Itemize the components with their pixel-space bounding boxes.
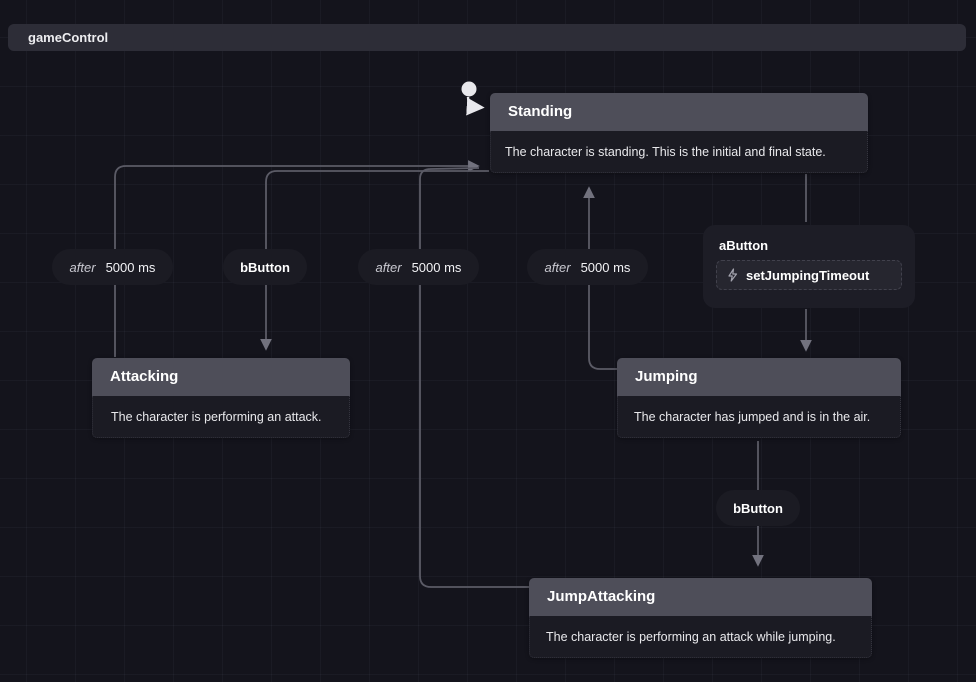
transition-label-bbutton-jumpattack[interactable]: bButton: [716, 490, 800, 526]
state-jumping-description: The character has jumped and is in the a…: [617, 396, 901, 438]
transition-label-jumping-after[interactable]: after 5000 ms: [527, 249, 648, 285]
state-jumpattacking-title: JumpAttacking: [547, 588, 656, 605]
lightning-icon: [727, 268, 738, 282]
edge-jumping-to-standing[interactable]: [583, 186, 617, 370]
edge-jumpattacking-to-standing[interactable]: [419, 167, 529, 588]
event-name: bButton: [733, 500, 783, 516]
state-jumpattacking[interactable]: JumpAttacking The character is performin…: [529, 578, 872, 658]
transition-label-bbutton-attack[interactable]: bButton: [223, 249, 307, 285]
state-standing-description: The character is standing. This is the i…: [490, 131, 868, 173]
after-keyword: after: [544, 259, 571, 275]
edge-attacking-to-standing[interactable]: [114, 160, 480, 357]
state-attacking-description: The character is performing an attack.: [92, 396, 350, 438]
state-attacking-title: Attacking: [110, 368, 179, 385]
state-jumpattacking-description: The character is performing an attack wh…: [529, 616, 872, 658]
state-jumping-title: Jumping: [635, 368, 698, 385]
action-setjumpingtimeout[interactable]: setJumpingTimeout: [716, 260, 902, 290]
state-jumping[interactable]: Jumping The character has jumped and is …: [617, 358, 901, 438]
machine-title-bar[interactable]: gameControl: [8, 24, 966, 51]
state-standing-title: Standing: [508, 103, 573, 120]
action-name: setJumpingTimeout: [746, 267, 870, 283]
after-keyword: after: [375, 259, 402, 275]
event-name: bButton: [240, 259, 290, 275]
state-standing-header[interactable]: Standing: [490, 93, 868, 131]
transition-label-jumpattacking-after[interactable]: after 5000 ms: [358, 249, 479, 285]
event-name: aButton: [719, 238, 769, 253]
initial-state-marker: [461, 81, 485, 116]
state-attacking-header[interactable]: Attacking: [92, 358, 350, 396]
transition-abutton-group[interactable]: aButton setJumpingTimeout: [703, 225, 915, 308]
delay-value: 5000 ms: [580, 259, 631, 275]
delay-value: 5000 ms: [411, 259, 462, 275]
delay-value: 5000 ms: [105, 259, 156, 275]
state-jumping-header[interactable]: Jumping: [617, 358, 901, 396]
state-standing[interactable]: Standing The character is standing. This…: [490, 93, 868, 173]
machine-title: gameControl: [28, 30, 109, 45]
edge-standing-to-attacking[interactable]: [260, 170, 489, 351]
after-keyword: after: [69, 259, 96, 275]
state-attacking[interactable]: Attacking The character is performing an…: [92, 358, 350, 438]
state-jumpattacking-header[interactable]: JumpAttacking: [529, 578, 872, 616]
transition-label-attacking-after[interactable]: after 5000 ms: [52, 249, 173, 285]
